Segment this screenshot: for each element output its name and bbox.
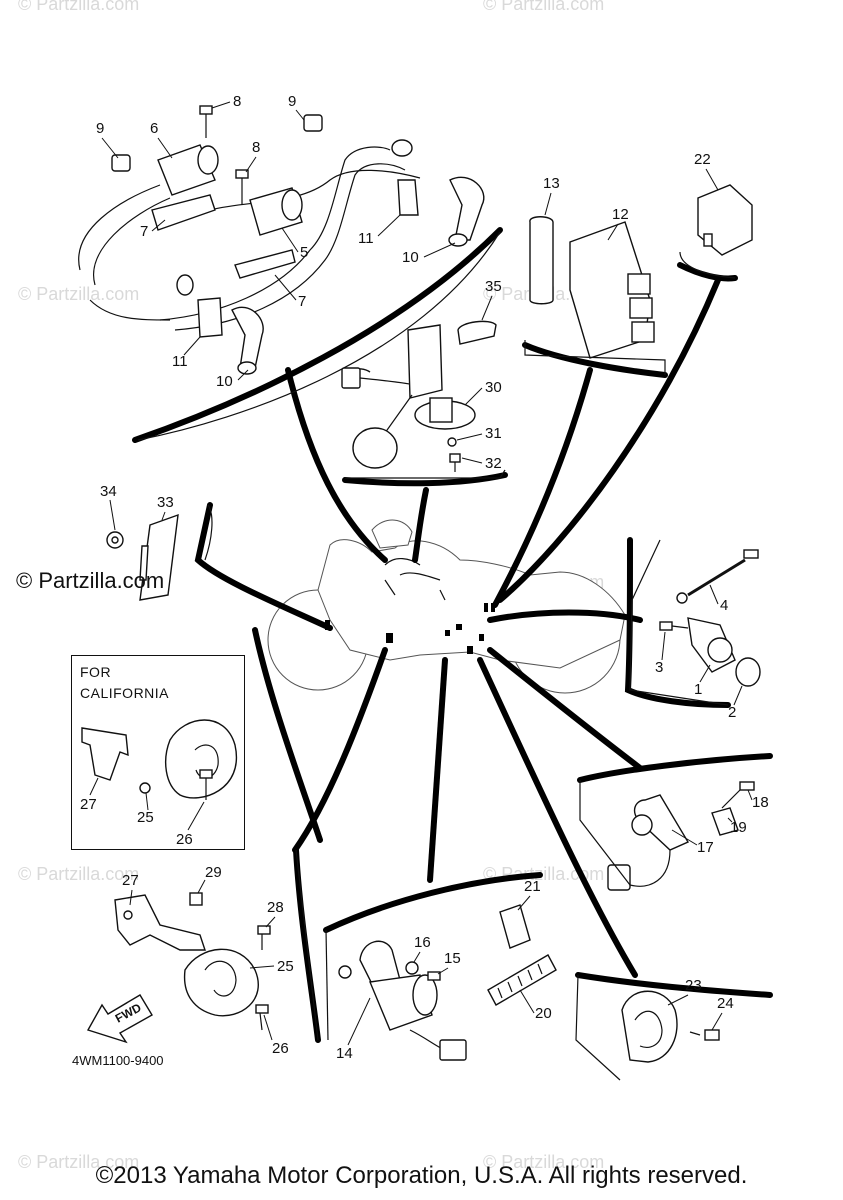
watermark: © Partzilla.com: [18, 1152, 139, 1172]
relay-22: [679, 184, 753, 279]
damper-9: [303, 114, 323, 132]
callout-35: 35: [485, 278, 502, 295]
damper-9: [111, 154, 131, 172]
partzilla-brand: © Partzilla.com: [16, 568, 165, 593]
connector-mark: [467, 646, 473, 654]
ignition-coil-6: [151, 144, 219, 231]
bolt-8: [235, 169, 249, 205]
callout-25: 25: [277, 958, 294, 975]
connector-mark: [386, 633, 393, 643]
fwd-arrow-icon: FWD: [86, 994, 153, 1044]
reflector-group: [106, 504, 213, 601]
callout-15: 15: [444, 950, 461, 967]
california-label-line1: FOR: [80, 664, 112, 680]
callout-30: 30: [485, 379, 502, 396]
callout-10: 10: [402, 249, 419, 266]
california-box: FOR CALIFORNIA: [71, 655, 245, 850]
fuel-sender-group: [341, 320, 506, 479]
california-horn: [81, 719, 238, 800]
connector-mark: [484, 603, 488, 612]
callout-12: 12: [612, 206, 629, 223]
ignition-coil-5: [234, 187, 303, 279]
callout-7: 7: [140, 223, 148, 240]
callout-21: 21: [524, 878, 541, 895]
switch-group-1-4: [629, 539, 761, 706]
callout-8: 8: [233, 93, 241, 110]
callout-3: 3: [655, 659, 663, 676]
plug-cap-11: [391, 139, 419, 216]
callout-8: 8: [252, 139, 260, 156]
callout-32: 32: [485, 455, 502, 472]
connector-mark: [445, 630, 450, 636]
callout-9: 9: [96, 120, 104, 137]
watermark: © Partzilla.com: [18, 284, 139, 304]
plug-cap-11: [176, 274, 223, 338]
callout-2: 2: [728, 704, 736, 721]
starter-group-14-16: [325, 929, 467, 1061]
callout-24: 24: [717, 995, 734, 1012]
callout-10: 10: [216, 373, 233, 390]
plug-cap-10: [448, 176, 485, 247]
callout-16: 16: [414, 934, 431, 951]
diagram-code: 4WM1100-9400: [72, 1053, 164, 1068]
callout-13: 13: [543, 175, 560, 192]
connector-mark: [491, 603, 495, 612]
callout-labels: 9 6 8 9 8 5 7 7 11 10 11 10 13 12 22 35 …: [80, 93, 769, 1062]
callout-31: 31: [485, 425, 502, 442]
callout-14: 14: [336, 1045, 353, 1062]
plug-cap-10: [231, 306, 264, 375]
callout-34: 34: [100, 483, 117, 500]
watermark: © Partzilla.com: [18, 0, 139, 14]
callout-27: 27: [122, 872, 139, 889]
callout-6: 6: [150, 120, 158, 137]
callout-19: 19: [730, 819, 747, 836]
callout-17: 17: [697, 839, 714, 856]
clamp-group-20-21: [487, 904, 557, 1006]
watermark: © Partzilla.com: [483, 1152, 604, 1172]
callout-18: 18: [752, 794, 769, 811]
callout-26: 26: [176, 831, 193, 848]
callout-7: 7: [298, 293, 306, 310]
connector-mark: [456, 624, 462, 630]
callout-5: 5: [300, 244, 308, 261]
bolt-8: [199, 105, 213, 138]
callout-25: 25: [137, 809, 154, 826]
sensor-group-17-19: [579, 780, 755, 891]
callout-29: 29: [205, 864, 222, 881]
callout-11: 11: [172, 353, 188, 370]
connector-mark: [479, 634, 484, 641]
callout-11: 11: [358, 230, 374, 247]
copyright-notice: ©2013 Yamaha Motor Corporation, U.S.A. A…: [95, 1162, 748, 1189]
callout-28: 28: [267, 899, 284, 916]
callout-27: 27: [80, 796, 97, 813]
california-label: FOR CALIFORNIA: [80, 662, 169, 704]
callout-4: 4: [720, 597, 728, 614]
california-label-line2: CALIFORNIA: [80, 685, 170, 701]
callout-1: 1: [694, 681, 702, 698]
horn-group-25-29: [114, 849, 319, 1041]
watermark: © Partzilla.com: [18, 864, 139, 884]
motorcycle-silhouette: [267, 519, 626, 694]
callout-9: 9: [288, 93, 296, 110]
watermark: © Partzilla.com: [483, 0, 604, 14]
callout-26: 26: [272, 1040, 289, 1057]
ecu-group: [524, 216, 666, 375]
group-leader-bands: [132, 227, 773, 1043]
callout-22: 22: [694, 151, 711, 168]
ignition-coil-group: [78, 105, 501, 441]
callout-20: 20: [535, 1005, 552, 1022]
callout-23: 23: [685, 977, 702, 994]
callout-33: 33: [157, 494, 174, 511]
